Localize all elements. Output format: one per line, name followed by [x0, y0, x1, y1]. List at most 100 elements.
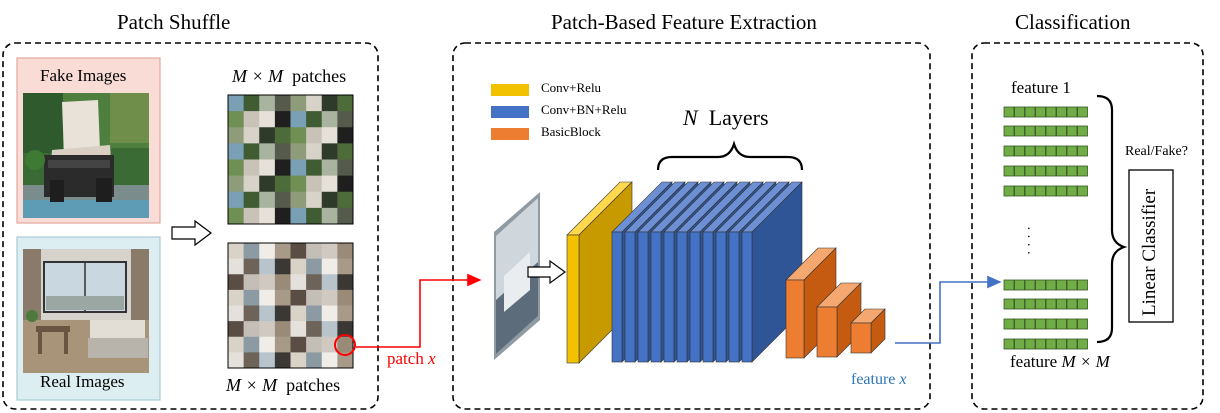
patch-tile [321, 305, 338, 322]
patch-tile [274, 95, 291, 112]
patch-tile [228, 127, 245, 144]
patch-tile [274, 321, 291, 338]
feature-arrow [895, 275, 1002, 344]
patch-tile [243, 175, 260, 193]
patch-tile [259, 207, 276, 225]
fake-image [23, 93, 149, 218]
patch-tile [290, 243, 307, 260]
network-blocks [566, 181, 886, 364]
extraction-panel [452, 42, 931, 410]
patch-tile [274, 127, 291, 144]
patch-tile [321, 159, 338, 177]
feature-vector [1003, 165, 1088, 177]
patch-tile [337, 336, 354, 353]
classification-title: Classification [1015, 10, 1131, 34]
patch-tile [290, 175, 307, 193]
patch-tile [274, 111, 291, 128]
feature-word: feature [851, 371, 896, 388]
patch-tile [306, 305, 323, 322]
patch-tile [228, 143, 245, 160]
patch-tile [274, 159, 291, 177]
patch-tile [321, 111, 338, 128]
feature-last-math: M × M [1061, 352, 1110, 371]
patch-tile [259, 95, 276, 112]
linear-classifier-label: Linear Classifier [1139, 188, 1160, 316]
patch-tile [228, 111, 245, 128]
patch-tile [243, 143, 260, 160]
basicblock-small [850, 308, 886, 354]
layers-label: N Layers [683, 105, 769, 131]
patch-tile [290, 191, 307, 209]
patch-tile [259, 111, 276, 128]
patch-tile [243, 127, 260, 144]
patch-tile [290, 111, 307, 128]
patch-tile [259, 191, 276, 209]
patch-tile [274, 336, 291, 353]
patch-tile [337, 159, 354, 177]
patch-tile [259, 305, 276, 322]
input-patch [494, 192, 540, 360]
patch-tile [259, 175, 276, 193]
patch-tile [228, 258, 245, 275]
patch-tile [306, 274, 323, 291]
patch-tile [337, 191, 354, 209]
patch-tile [228, 336, 245, 353]
patch-tile [259, 258, 276, 275]
legend-swatch-basicblock [491, 128, 529, 140]
patch-tile [274, 305, 291, 322]
layers-var: N [683, 105, 698, 130]
patch-tile [306, 95, 323, 112]
patch-tile [306, 191, 323, 209]
extraction-title: Patch-Based Feature Extraction [551, 10, 817, 34]
patch-tile [259, 159, 276, 177]
hollow-arrow-shuffle [171, 219, 212, 247]
patch-tile [228, 274, 245, 291]
patch-tile [259, 243, 276, 260]
feature-vector [1003, 318, 1088, 330]
patch-tile [274, 258, 291, 275]
patch-tile [259, 274, 276, 291]
patch-tile [306, 258, 323, 275]
patch-tile [321, 143, 338, 160]
patch-tile [321, 289, 338, 306]
patch-tile [306, 321, 323, 338]
patch-tile [306, 159, 323, 177]
real-images-label: Real Images [40, 372, 125, 391]
patch-tile [228, 243, 245, 260]
patch-var: x [428, 349, 436, 368]
patch-tile [228, 321, 245, 338]
patch-tile [306, 175, 323, 193]
patch-tile [243, 289, 260, 306]
patch-tile [259, 127, 276, 144]
patch-tile [228, 95, 245, 112]
patches-top-label: M × M patches [232, 66, 346, 87]
patch-tile [321, 274, 338, 291]
patch-tile [306, 207, 323, 225]
patch-tile [290, 127, 307, 144]
legend-swatch-conv-relu [491, 84, 529, 96]
patch-tile [243, 336, 260, 353]
patch-tile [337, 274, 354, 291]
feature-vectors [1003, 106, 1088, 350]
patches-bottom-math: M × M [226, 375, 278, 395]
patch-tile [243, 207, 260, 225]
feature-vector [1003, 106, 1088, 118]
feature-vector [1003, 298, 1088, 310]
patch-tile [228, 289, 245, 306]
selected-patch-marker [334, 334, 356, 356]
patch-tile [337, 95, 354, 112]
patch-tile [306, 289, 323, 306]
shuffled-patches-top [228, 95, 354, 225]
patch-tile [228, 207, 245, 225]
patch-tile [290, 274, 307, 291]
patch-tile [321, 352, 338, 369]
patch-tile [290, 336, 307, 353]
feature-vector [1003, 185, 1088, 197]
patch-tile [337, 258, 354, 275]
patch-tile [306, 111, 323, 128]
patch-tile [321, 243, 338, 260]
patch-tile [306, 127, 323, 144]
patch-tile [243, 243, 260, 260]
layers-brace [656, 140, 804, 171]
